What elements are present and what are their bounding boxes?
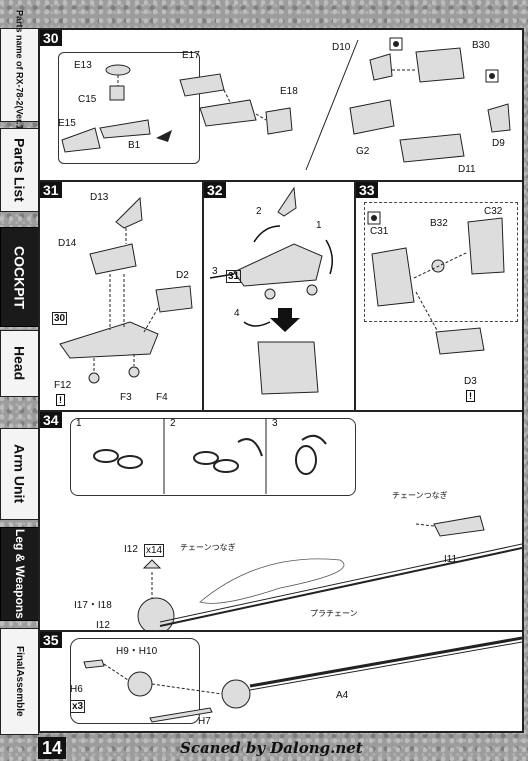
tab-label: Arm Unit <box>11 444 28 504</box>
tab-label: Parts List <box>11 138 28 202</box>
quantity-badge: x14 <box>144 544 165 557</box>
part-label: D3 <box>464 376 477 387</box>
part-label: D14 <box>58 238 77 249</box>
step-ref-label: 30 <box>52 312 68 325</box>
part-label: D10 <box>332 42 351 53</box>
part-label: H9・H10 <box>116 646 158 657</box>
substep-marker: 3 <box>212 266 218 277</box>
quantity-badge: x3 <box>70 700 86 713</box>
part-label: D9 <box>492 138 505 149</box>
step-35-illustration <box>83 636 522 723</box>
step-34-panel: 34 <box>39 411 523 631</box>
sidebar-header-label: Parts name of RX-78-2(Ver.1.5) <box>14 9 25 141</box>
part-label: B32 <box>430 218 448 229</box>
step-number: 35 <box>40 632 62 648</box>
tab-leg-weapons[interactable]: Leg & Weapons <box>0 527 39 621</box>
tab-parts-list[interactable]: Parts List <box>0 128 39 212</box>
step-number: 31 <box>40 182 62 198</box>
part-label: B30 <box>472 40 490 51</box>
page-number: 14 <box>38 737 67 759</box>
step-33-panel: 33 C32 C31 B32 D3 ! <box>355 181 523 411</box>
step-31-illustration <box>59 196 193 384</box>
sidebar: Parts name of RX-78-2(Ver.1.5) Parts Lis… <box>0 0 39 735</box>
tab-label: FinalAssemble <box>14 646 25 717</box>
part-label: C31 <box>370 226 389 237</box>
substep-marker: 1 <box>316 220 322 231</box>
tab-label: Leg & Weapons <box>13 529 27 619</box>
step-34-illustration <box>93 418 522 630</box>
tab-label: Head <box>11 346 28 381</box>
substep-marker: 3 <box>272 418 278 429</box>
detail-frame <box>364 202 518 322</box>
sidebar-header: Parts name of RX-78-2(Ver.1.5) <box>0 10 39 140</box>
step-32-illustration <box>209 186 333 395</box>
part-label: I12 <box>124 544 138 555</box>
part-label: C15 <box>78 94 97 105</box>
part-label: D2 <box>176 270 189 281</box>
part-label: D13 <box>90 192 109 203</box>
step-30-illustration <box>61 37 511 171</box>
caution-icon: ! <box>466 390 475 402</box>
chain-connector-note: チェーンつなぎ <box>392 491 448 500</box>
chain-connector-note: チェーンつなぎ <box>180 543 236 552</box>
caution-icon: ! <box>56 394 65 406</box>
part-label: E13 <box>74 60 92 71</box>
step-35-panel: 35 H9・H10 H6 x3 H7 A4 <box>39 631 523 732</box>
step-30-panel: 30 <box>39 29 523 181</box>
step-number: 34 <box>40 412 62 428</box>
step-32-panel: 32 31 1 2 3 <box>203 181 355 411</box>
part-label: I17・I18 <box>74 600 112 611</box>
step-number: 33 <box>356 182 378 198</box>
tab-label: COCKPIT <box>11 245 28 309</box>
tab-head[interactable]: Head <box>0 330 39 397</box>
step-31-panel: 31 D13 <box>39 181 203 411</box>
step-ref-label: 31 <box>226 270 242 283</box>
tab-cockpit[interactable]: COCKPIT <box>0 227 39 327</box>
substep-marker: 2 <box>256 206 262 217</box>
part-label: G2 <box>356 146 370 157</box>
substep-marker: 2 <box>170 418 176 429</box>
part-label: F4 <box>156 392 168 403</box>
part-label: H7 <box>198 716 211 727</box>
part-label: D11 <box>458 164 476 175</box>
substep-marker: 4 <box>234 308 240 319</box>
part-label: E18 <box>280 86 298 97</box>
part-label: E17 <box>182 50 200 61</box>
part-label: I11 <box>444 554 458 565</box>
substep-marker: 1 <box>76 418 82 429</box>
part-label: H6 <box>70 684 83 695</box>
part-label: B1 <box>128 140 141 151</box>
part-label: F12 <box>54 380 72 391</box>
part-label: I12 <box>96 620 110 631</box>
step-number: 32 <box>204 182 226 198</box>
part-label: A4 <box>336 690 349 701</box>
step-33-illustration <box>367 211 505 355</box>
scan-credit: Scaned by Dalong.net <box>180 739 363 757</box>
part-label: C32 <box>484 206 503 217</box>
step-number: 30 <box>40 30 62 46</box>
tab-arm-unit[interactable]: Arm Unit <box>0 428 39 520</box>
plastic-chain-note: プラチェーン <box>310 609 358 618</box>
part-label: F3 <box>120 392 132 403</box>
tab-final-assemble[interactable]: FinalAssemble <box>0 628 39 735</box>
instruction-area: 30 <box>38 28 524 733</box>
part-label: E15 <box>58 118 76 129</box>
